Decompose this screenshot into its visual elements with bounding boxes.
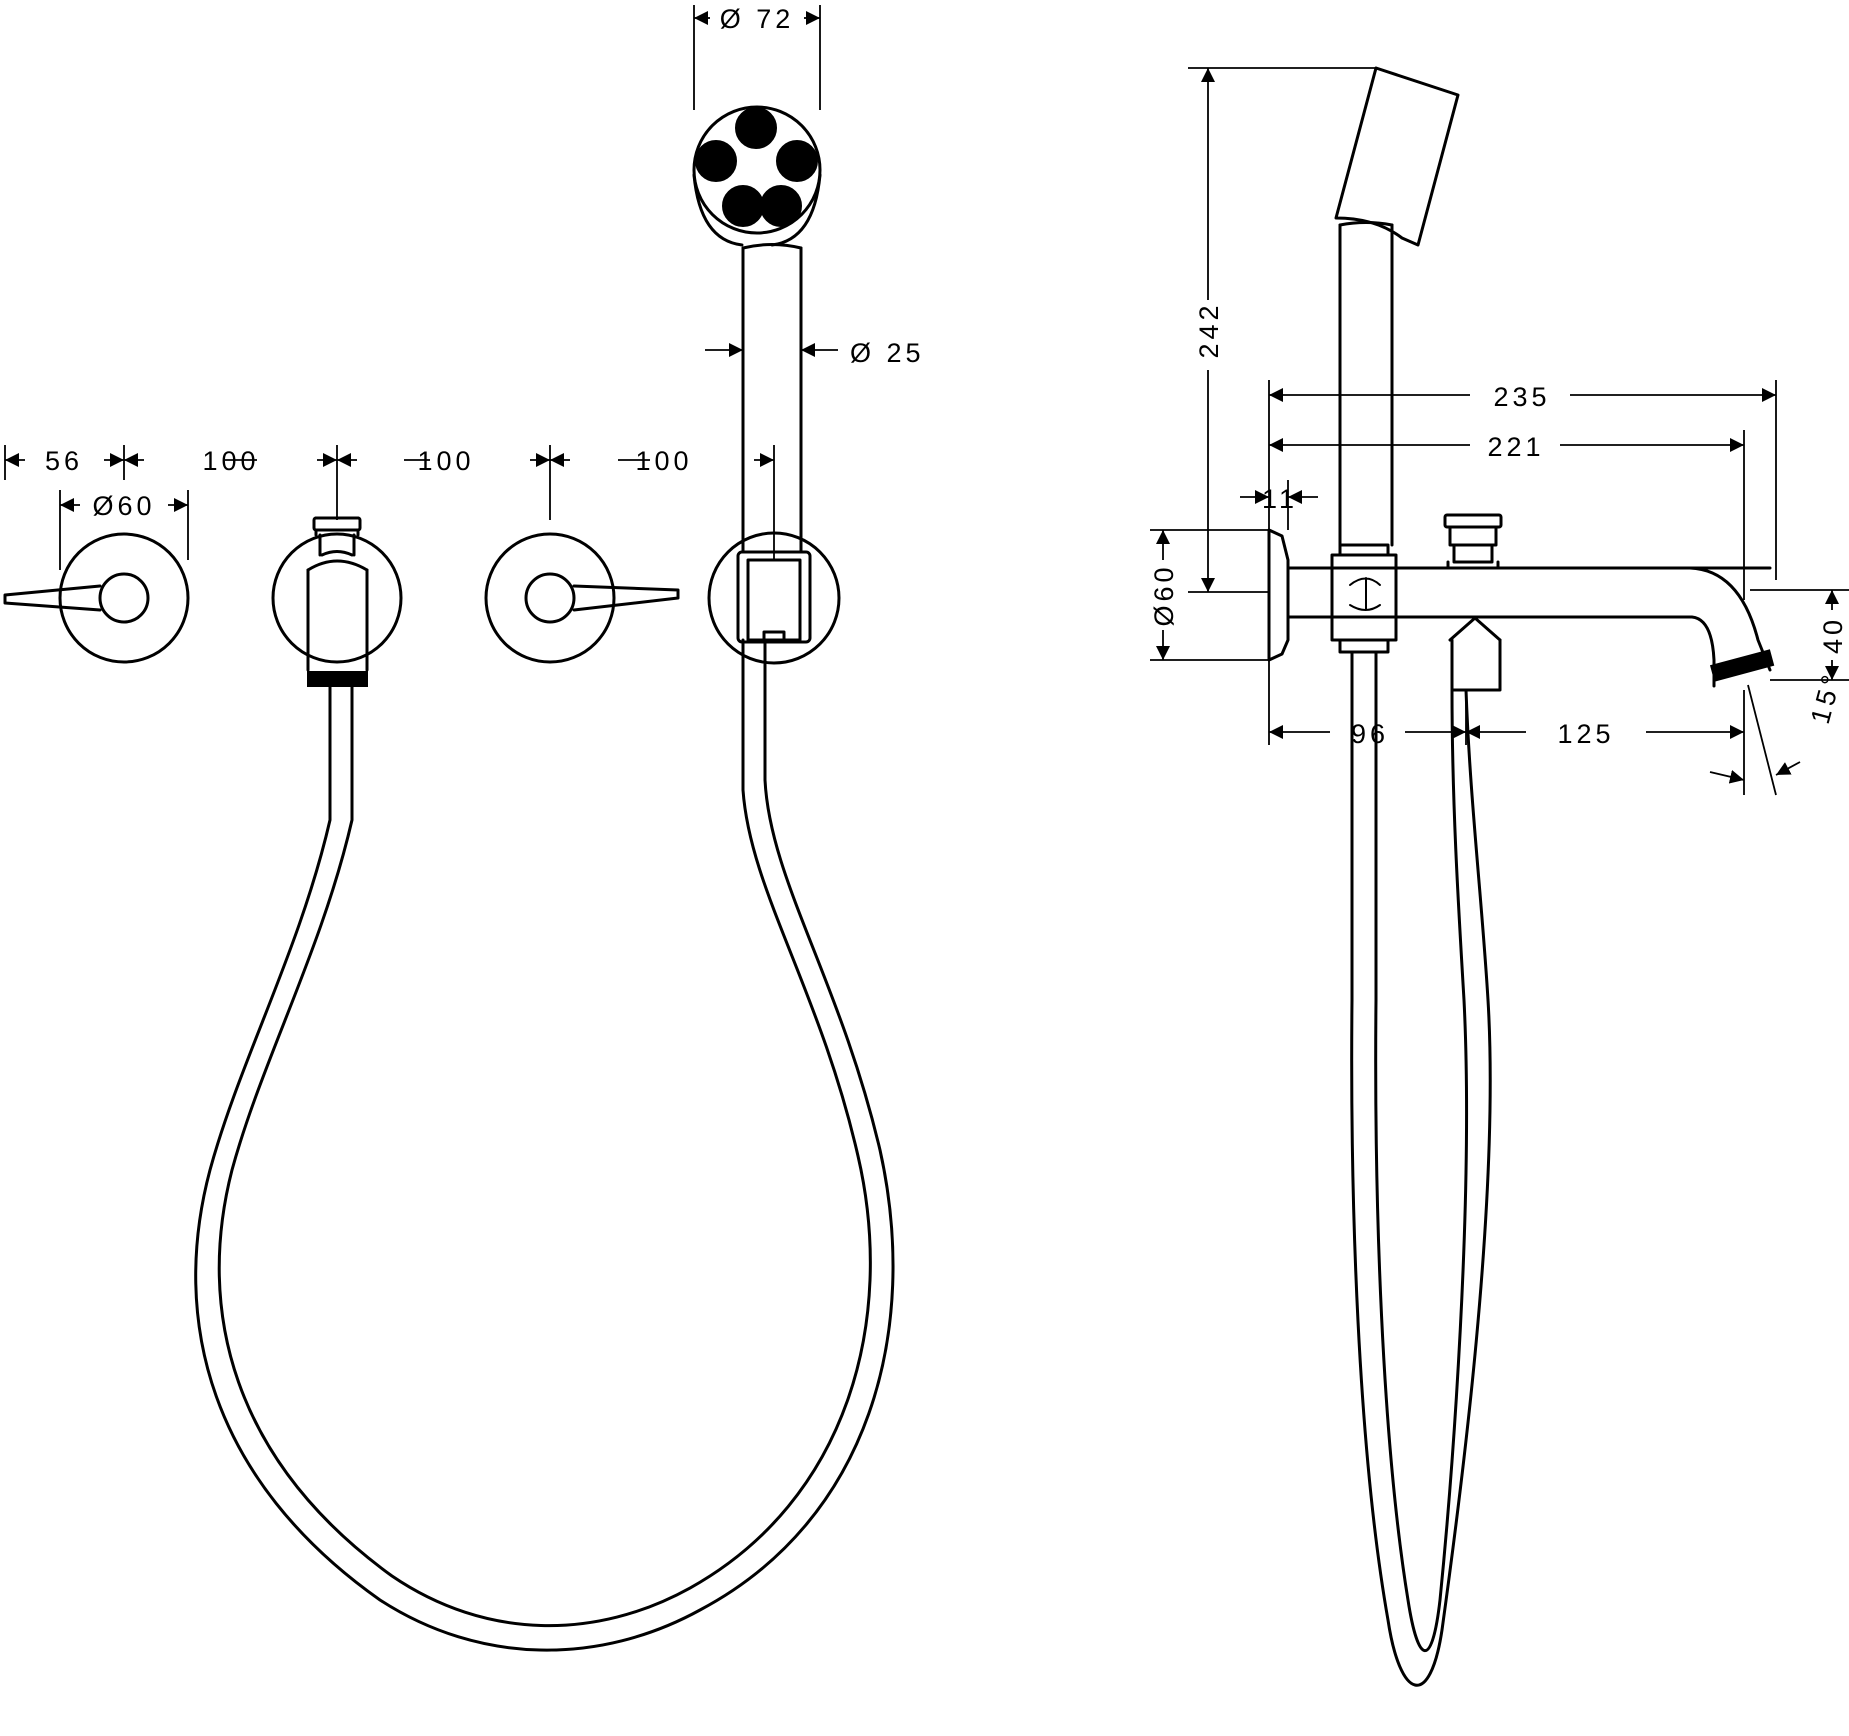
side-hand-shower	[1334, 66, 1460, 547]
dim-242: 242	[1194, 301, 1224, 358]
front-dimension-lines	[4, 5, 838, 570]
dim-dia72: Ø 72	[720, 4, 795, 34]
dim-dia60-side: Ø60	[1149, 563, 1179, 626]
spout-outlet	[271, 516, 403, 687]
dim-221: 221	[1487, 432, 1544, 462]
dimension-labels: Ø 72 Ø 25 56 100 100 100 Ø60 242 235 221…	[45, 4, 1848, 749]
front-hose	[194, 638, 895, 1652]
dim-100-b: 100	[417, 446, 474, 476]
dim-dia25: Ø 25	[850, 338, 925, 368]
dim-11: 11	[1262, 484, 1298, 514]
dim-100-a: 100	[202, 446, 259, 476]
right-handle-rosette	[484, 532, 680, 664]
hand-shower	[692, 105, 822, 554]
dim-235: 235	[1493, 382, 1550, 412]
dim-96: 96	[1351, 719, 1389, 749]
side-hose	[1350, 650, 1492, 1687]
side-view	[1150, 66, 1849, 1687]
dim-125: 125	[1557, 719, 1614, 749]
wall-flange	[1267, 528, 1290, 662]
dim-dia60-front: Ø60	[92, 491, 155, 521]
dim-angle-15: 15°	[1805, 668, 1848, 727]
front-view	[3, 5, 895, 1652]
dim-100-c: 100	[635, 446, 692, 476]
left-handle-rosette	[3, 532, 190, 664]
dim-40: 40	[1818, 616, 1848, 654]
dim-56: 56	[45, 446, 83, 476]
side-dimension-lines	[1150, 67, 1849, 796]
side-body	[1286, 513, 1775, 692]
